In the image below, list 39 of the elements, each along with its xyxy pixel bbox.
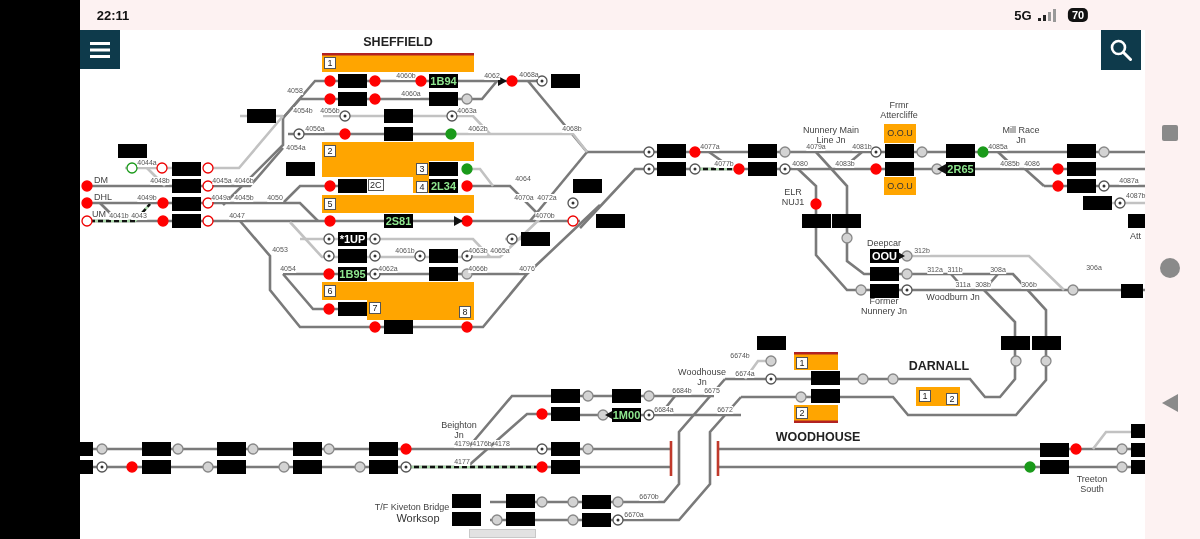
platform-number: 8 [459, 306, 471, 318]
line-name: DM [94, 175, 108, 185]
location-name: Beighton Jn [440, 420, 478, 440]
network-type: 5G [1014, 7, 1032, 23]
train-berth [1131, 460, 1145, 474]
station-name: WOODHOUSE [775, 430, 861, 444]
platform-number: 4 [416, 181, 428, 193]
location-name: Deepcar [867, 238, 901, 248]
platform-number: 3 [416, 163, 428, 175]
platform-number: 2 [946, 393, 958, 405]
berth-label: 2C [368, 179, 384, 191]
station-name: DARNALL [908, 359, 970, 373]
platform-number: 6 [324, 285, 336, 297]
platform-number: 1 [919, 390, 931, 402]
location-name: ELR NUJ1 [780, 187, 806, 207]
platform-number: 1 [324, 57, 336, 69]
platform [322, 53, 474, 72]
platform-number: 7 [369, 302, 381, 314]
status-time: 22:11 [96, 7, 130, 23]
location-name: Mill Race Jn [1002, 125, 1041, 145]
platform-number: 2 [796, 407, 808, 419]
location-name: Woodhouse Jn [677, 367, 727, 387]
location-name: Woodburn Jn [926, 292, 980, 302]
platform-number: 1 [796, 357, 808, 369]
battery-level: 70 [1067, 8, 1089, 22]
location-name: Worksop [396, 512, 440, 524]
station-name: SHEFFIELD [363, 35, 433, 49]
location-name: Treeton South [1075, 474, 1109, 494]
location-name: Att [1130, 231, 1141, 241]
line-name: DHL [94, 192, 112, 202]
platform-number: 2 [324, 145, 336, 157]
location-name: T/F Kiveton Bridge [374, 502, 450, 512]
location-name: Frmr Attercliffe [879, 100, 919, 120]
location-name: Former Nunnery Jn [860, 296, 908, 316]
train-berth [1128, 214, 1145, 228]
train-berth [1131, 424, 1145, 438]
platform-number: 5 [324, 198, 336, 210]
train-berth [1131, 443, 1145, 457]
line-name: UM [92, 209, 106, 219]
